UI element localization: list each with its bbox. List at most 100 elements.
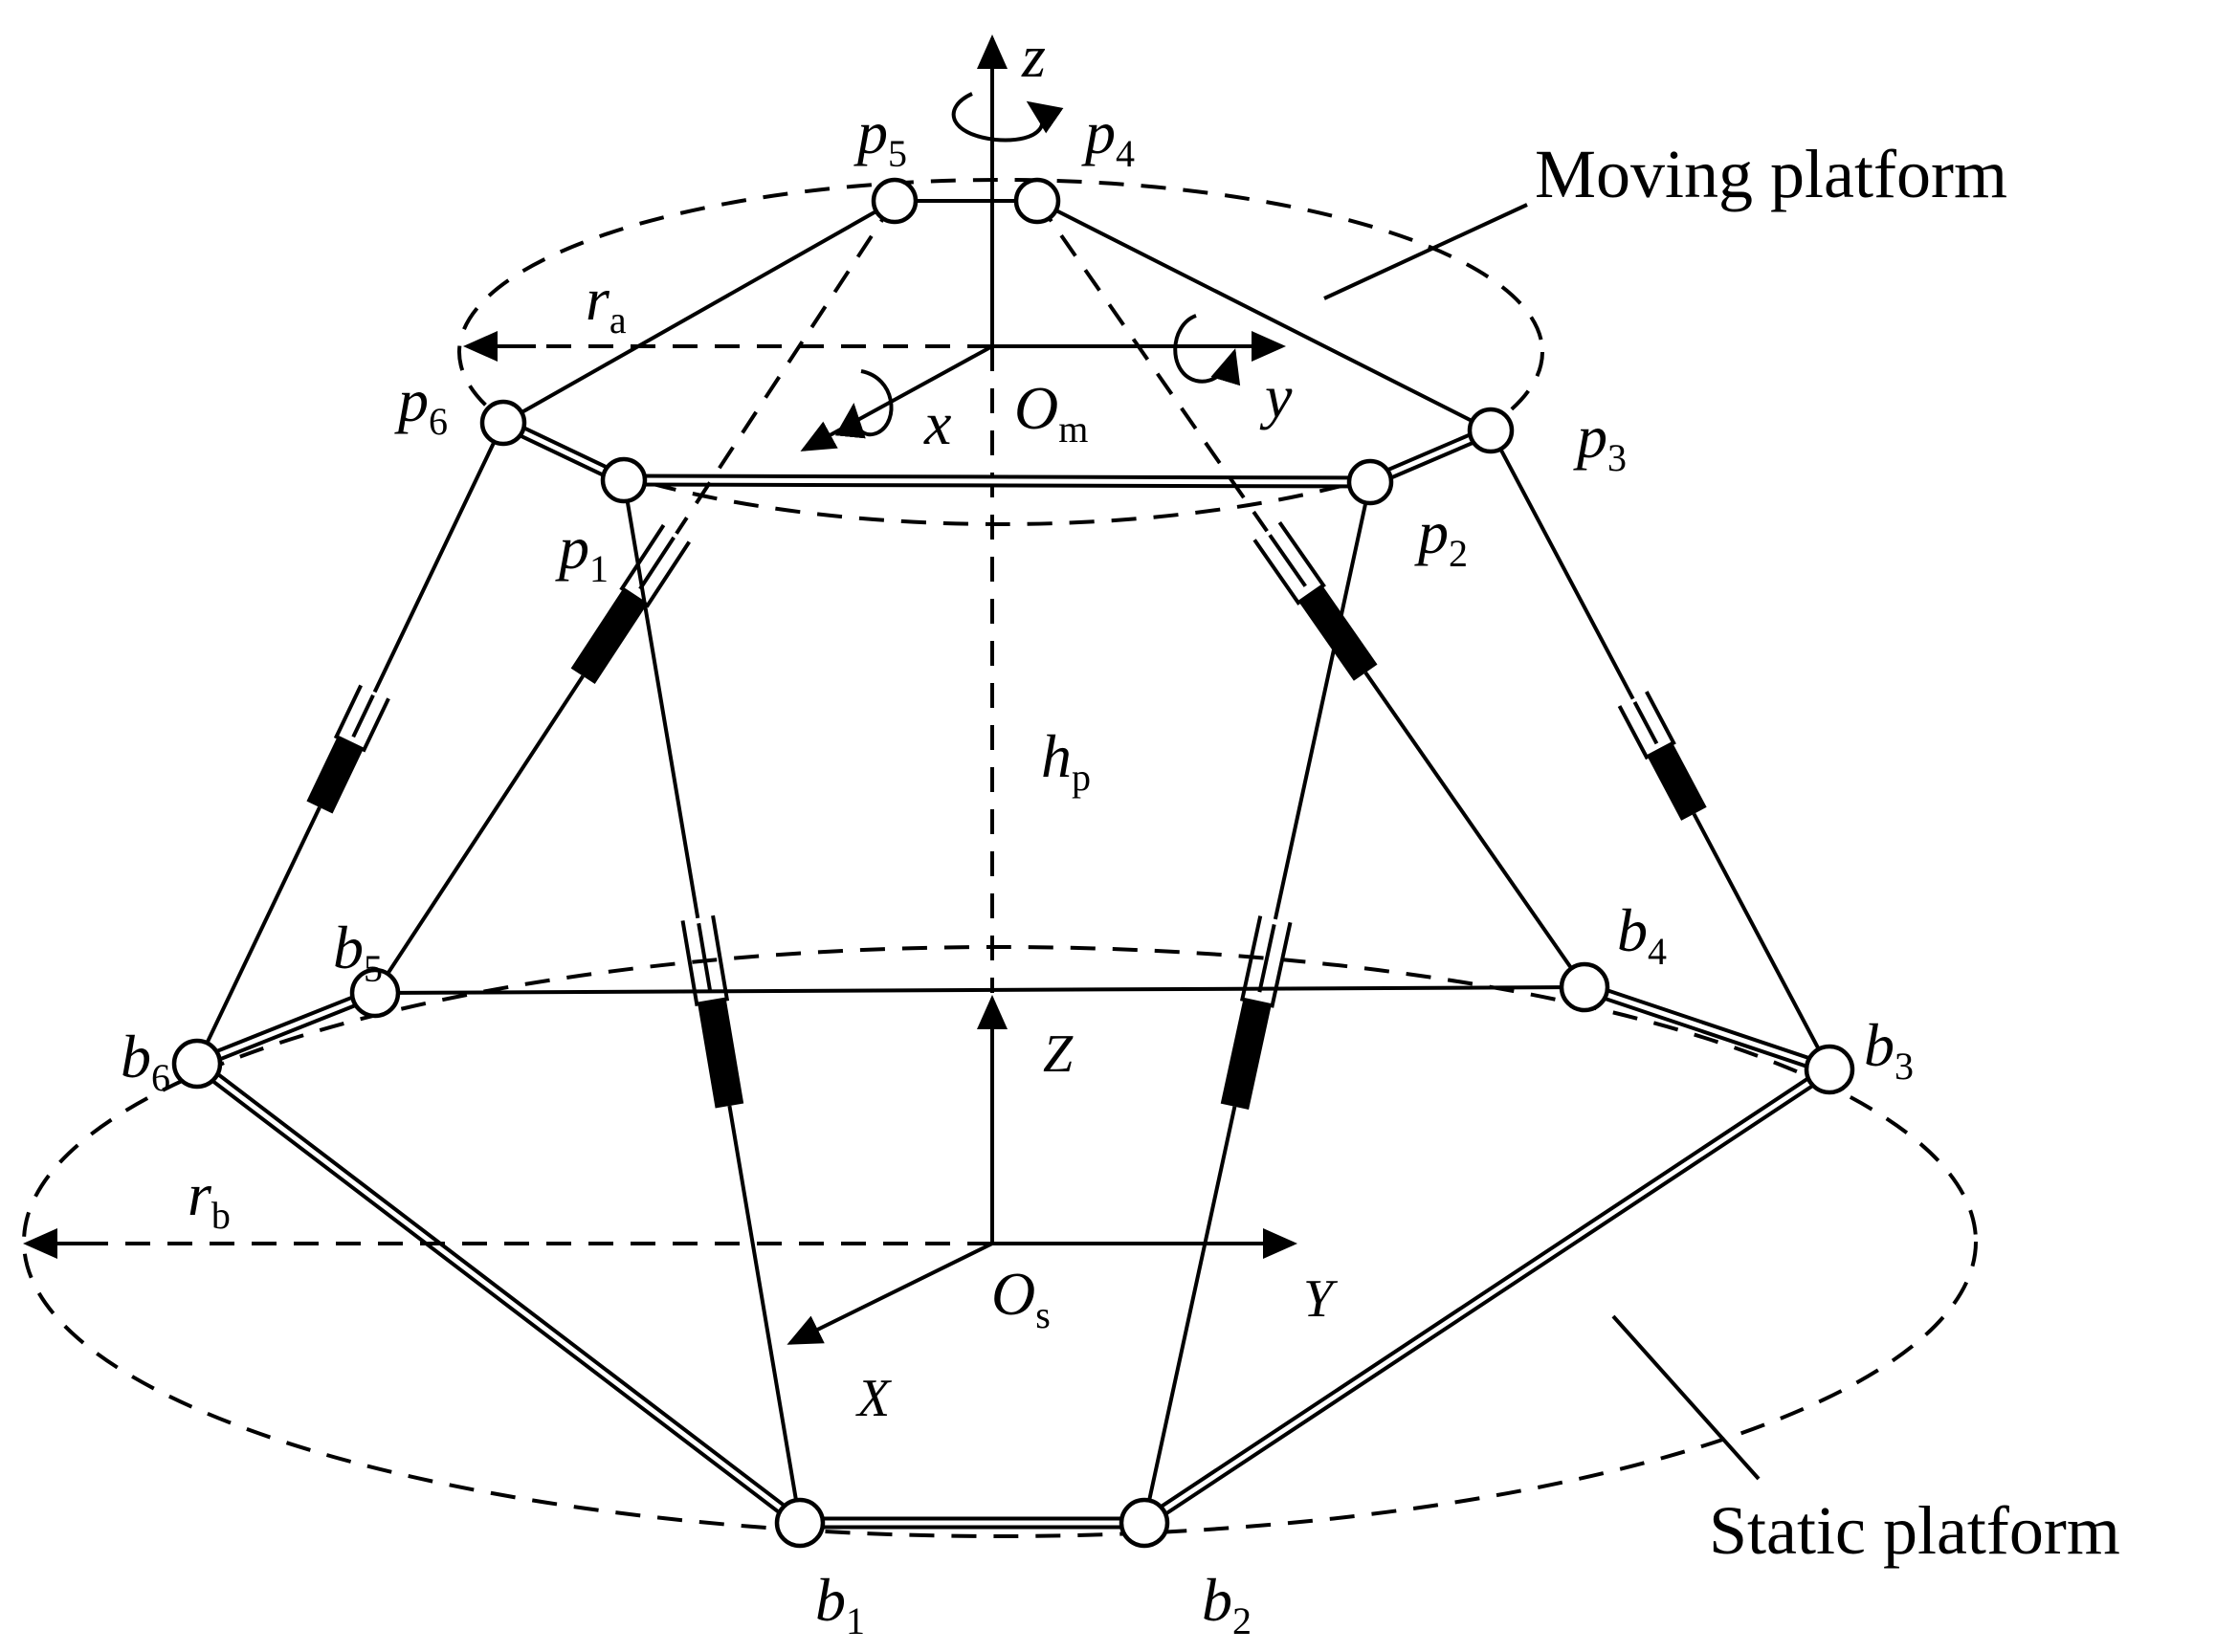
radius-b-label: rb: [188, 1160, 231, 1237]
label-b3-base: b: [1864, 1011, 1895, 1079]
label-p1-base: p: [555, 514, 589, 582]
joints-group: [171, 177, 1855, 1549]
leg-p3-b3: [1489, 430, 1831, 1070]
actuator-icon: [570, 523, 691, 685]
top-x-axis-arrow: [800, 344, 993, 452]
leg-rod-upper: [1489, 430, 1635, 700]
joint-b3: [1804, 1044, 1855, 1095]
moving-platform-caption: Moving platform: [1535, 136, 2007, 212]
label-b5-sub: 5: [364, 947, 383, 990]
leg-rod-lower: [1692, 812, 1831, 1070]
label-b2-base: b: [1202, 1566, 1232, 1634]
label-b4-sub: 4: [1648, 930, 1667, 973]
label-p5-sub: 5: [888, 132, 907, 175]
edge-b2-b3: [1138, 1063, 1836, 1530]
joint-p5: [871, 177, 919, 225]
actuator-block: [698, 999, 744, 1109]
actuator-block: [1647, 742, 1707, 821]
z-rotation-icon: [951, 92, 1064, 143]
label-p2-sub: 2: [1449, 532, 1468, 575]
leg-rod-upper: [675, 199, 897, 535]
leg-rod-lower: [727, 1105, 802, 1524]
radius-a-label: ra: [586, 265, 627, 341]
actuator-icon: [1617, 691, 1707, 821]
joint-p4: [1013, 177, 1061, 225]
label-b6-base: b: [121, 1023, 151, 1090]
joint-p6: [479, 399, 527, 447]
leg-p5-b5: [373, 199, 897, 995]
actuator-block: [306, 737, 364, 814]
edge-b4-b3: [1578, 980, 1836, 1076]
label-p6-sub: 6: [429, 400, 448, 443]
actuator-icon: [1252, 520, 1378, 681]
base-origin-label: Os: [991, 1260, 1051, 1336]
height-label: hp: [1041, 722, 1091, 799]
joint-b4: [1559, 961, 1610, 1013]
label-p6-base: p: [394, 366, 429, 434]
edge-p1-p2: [617, 474, 1377, 489]
leg-rod-upper: [622, 479, 700, 919]
top-z-label: z: [1021, 22, 1046, 90]
edge-p4-p3: [1036, 199, 1492, 432]
leg-rod-lower: [1142, 1106, 1237, 1524]
leg-p1-b1: [622, 479, 802, 1524]
joint-p3: [1467, 407, 1515, 454]
label-b4-base: b: [1617, 896, 1648, 964]
actuator-piston: [1257, 923, 1276, 993]
actuator-block: [570, 588, 648, 685]
actuator-block: [1298, 585, 1378, 681]
label-b1-base: b: [815, 1566, 846, 1634]
joint-b6: [171, 1038, 223, 1090]
label-p2: p2: [1414, 498, 1468, 575]
label-b5: b5: [333, 914, 383, 990]
leg-p4-b4: [1035, 199, 1586, 989]
label-p4: p4: [1081, 99, 1135, 175]
label-p3-sub: 3: [1607, 436, 1627, 479]
moving-platform-outline: [457, 178, 1544, 526]
label-p1-sub: 1: [589, 547, 609, 590]
leg-p6-b6: [195, 422, 505, 1065]
static-platform-caption: Static platform: [1709, 1492, 2120, 1569]
static-platform-leader: [1611, 1314, 1761, 1481]
joint-p2: [1346, 458, 1394, 506]
base-x-axis-arrow: [787, 1242, 993, 1345]
label-p5-base: p: [853, 99, 888, 166]
base-z-label: Z: [1043, 1024, 1074, 1084]
label-b3-sub: 3: [1895, 1045, 1914, 1088]
label-b3: b3: [1864, 1011, 1914, 1088]
edge-b5-b4: [374, 985, 1585, 995]
leg-rod-lower: [373, 674, 585, 995]
label-p3: p3: [1573, 403, 1627, 479]
legs-group: [195, 199, 1831, 1524]
label-b2: b2: [1202, 1566, 1252, 1642]
edge-p5-p6: [502, 199, 896, 425]
label-p2-base: p: [1414, 498, 1449, 566]
x-rotation-icon: [834, 369, 894, 439]
label-p4-sub: 4: [1116, 132, 1135, 175]
actuator-block: [1220, 999, 1272, 1110]
top-origin-label: Om: [1014, 374, 1088, 451]
label-b1: b1: [815, 1566, 865, 1642]
label-p4-base: p: [1081, 99, 1116, 166]
actuator-piston: [1268, 534, 1307, 587]
moving-platform-leader: [1323, 203, 1528, 300]
edge-b6-b1: [190, 1057, 807, 1530]
static-platform-outline: [22, 945, 1978, 1538]
actuator-icon: [1220, 915, 1293, 1110]
y-rotation-icon: [1173, 314, 1241, 386]
top-y-label: y: [1259, 363, 1293, 430]
actuator-icon: [680, 914, 744, 1109]
label-b6-sub: 6: [151, 1056, 170, 1099]
top-frame: [463, 34, 1286, 452]
joint-p1: [600, 456, 648, 504]
joint-b1: [774, 1497, 826, 1549]
base-frame: [23, 995, 1297, 1345]
label-b4: b4: [1617, 896, 1667, 973]
label-b2-sub: 2: [1232, 1599, 1252, 1642]
label-b6: b6: [121, 1023, 170, 1099]
leg-rod-lower: [1363, 672, 1586, 989]
actuator-piston: [638, 536, 676, 590]
joint-b2: [1119, 1497, 1170, 1549]
